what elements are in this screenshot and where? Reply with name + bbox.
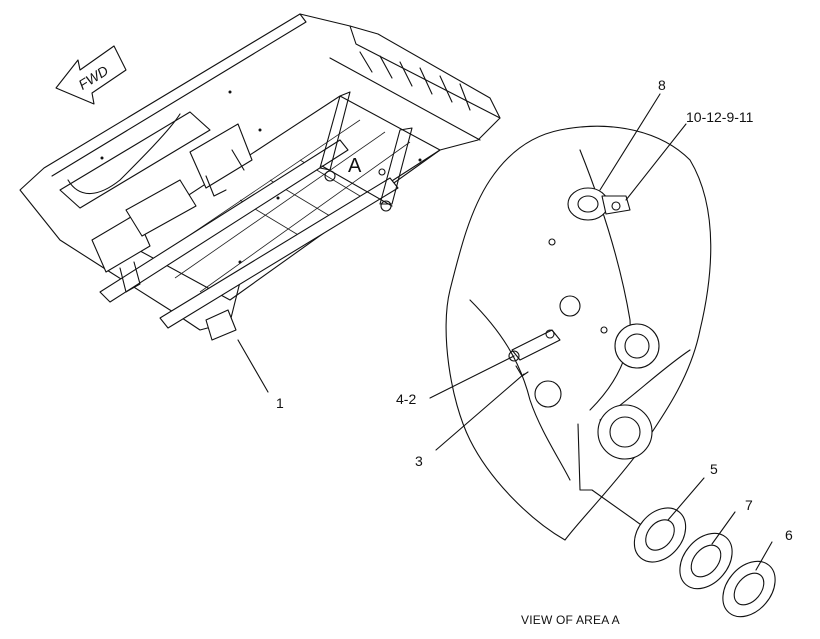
callout-1: 1	[276, 395, 284, 411]
washer-part-7	[679, 532, 733, 590]
main-assembly	[19, 13, 501, 341]
callout-6: 6	[785, 527, 793, 543]
view-caption: VIEW OF AREA A	[521, 613, 620, 627]
callout-4-2: 4-2	[396, 391, 416, 407]
leader-lines	[237, 93, 773, 571]
area-a-label: A	[348, 155, 362, 177]
callout-10-12-9-11: 10-12-9-11	[686, 109, 754, 125]
callout-8: 8	[658, 77, 666, 93]
fwd-label: FWD	[75, 62, 111, 92]
washer-part-5	[633, 507, 687, 563]
fitting-assembly	[567, 187, 631, 221]
callout-5: 5	[710, 461, 718, 477]
detail-view-area-a	[445, 125, 712, 541]
fwd-arrow-icon: FWD	[55, 45, 127, 105]
callout-7: 7	[745, 497, 753, 513]
callout-3: 3	[415, 453, 423, 469]
washer-part-6	[722, 560, 776, 618]
